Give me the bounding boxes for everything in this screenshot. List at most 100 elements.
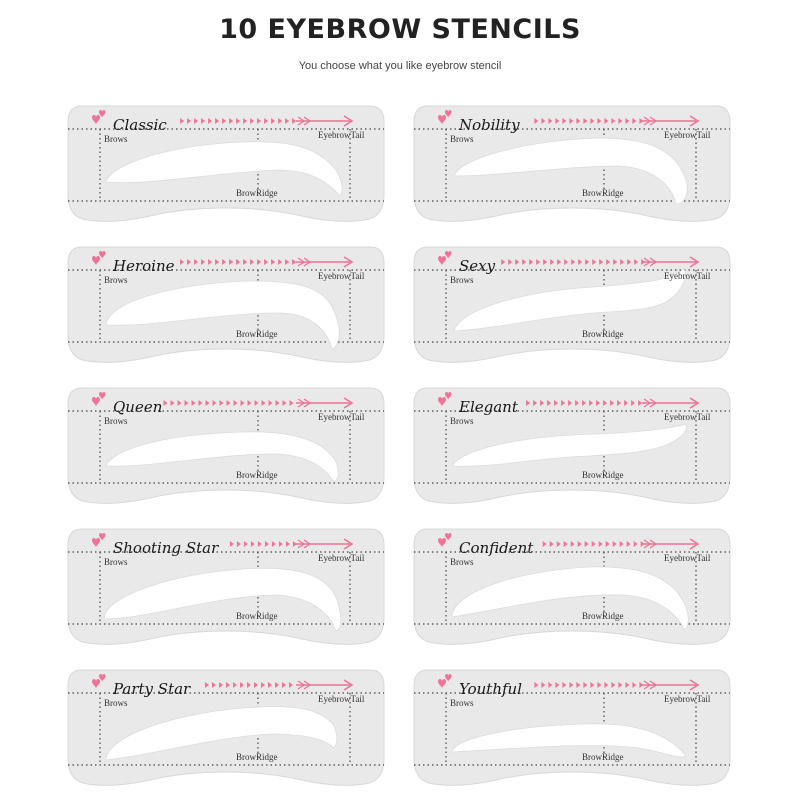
stencil-name: Shooting Star [113,539,219,557]
chevron-mark [561,400,566,406]
heart-icon [445,392,452,400]
chevron-mark [590,682,595,688]
eyebrow-cutout [453,137,688,205]
chevron-mark [599,259,604,265]
chevron-mark [563,541,568,547]
heart-icon [445,674,452,682]
brows-label: Brows [104,557,128,567]
stencil-name: Youthful [459,680,522,698]
arrow-chevrons [180,259,297,265]
chevron-mark [583,682,588,688]
eyebrow-cutout [105,431,339,483]
chevron-mark [285,541,290,547]
eyebrow-tail-label: EyebrowTail [664,271,711,281]
chevron-mark [534,118,539,124]
chevron-mark [638,400,643,406]
stencil-graphic [413,246,731,363]
chevron-mark [240,682,244,688]
chevron-mark [208,118,213,124]
chevron-mark [576,118,581,124]
chevron-mark [278,259,283,265]
eyebrow-cutout [451,566,689,630]
chevron-mark [292,259,297,265]
arrow-fletching [643,398,658,408]
chevron-mark [282,682,286,688]
chevron-mark [575,400,580,406]
stencil-name: Elegant [459,398,518,416]
chevron-mark [254,400,259,406]
stencil-graphic [413,528,731,645]
heart-icon [99,674,106,682]
chevron-mark [548,682,553,688]
chevron-mark [576,682,581,688]
chevron-mark [201,118,206,124]
chevron-mark [632,118,637,124]
stencil-graphic [67,105,385,222]
heart-icon [445,251,452,259]
chevron-mark [264,118,269,124]
chevron-mark [250,541,255,547]
eyebrow-cutout [105,280,340,350]
chevron-mark [549,541,554,547]
arrow-chevrons [526,400,643,406]
chevron-mark [194,118,199,124]
heart-icon [92,115,100,125]
chevron-mark [606,259,611,265]
chevron-mark [633,541,638,547]
chevron-mark [618,118,623,124]
chevron-mark [569,118,574,124]
chevron-mark [605,541,610,547]
chevron-mark [603,400,608,406]
chevron-mark [501,259,506,265]
chevron-mark [584,541,589,547]
chevron-mark [585,259,590,265]
chevron-mark [625,682,630,688]
brows-label: Brows [104,275,128,285]
chevron-mark [583,118,588,124]
chevron-mark [611,682,616,688]
chevron-mark [625,118,630,124]
eyebrow-tail-label: EyebrowTail [318,412,365,422]
chevron-mark [191,400,196,406]
eyebrow-tail-label: EyebrowTail [318,271,365,281]
chevron-mark [557,259,562,265]
chevron-mark [515,259,520,265]
chevron-mark [264,541,269,547]
eyebrow-cutout [105,706,338,761]
arrow-head-icon [343,256,354,268]
chevron-mark [541,682,546,688]
arrow-chevrons [534,118,644,124]
arrow-chevrons [501,259,646,265]
chevron-mark [177,400,182,406]
stencil-graphic [67,669,385,786]
eyebrow-tail-label: EyebrowTail [318,130,365,140]
chevron-mark [268,400,273,406]
chevron-mark [631,400,636,406]
stencil-name: Heroine [113,257,175,275]
chevron-mark [540,400,545,406]
chevron-mark [541,118,546,124]
heart-icon [99,251,106,259]
chevron-mark [236,259,241,265]
chevron-mark [597,118,602,124]
chevron-mark [261,400,266,406]
stencil-graphic [413,105,731,222]
arrow-fletching [297,539,312,549]
chevron-mark [292,118,297,124]
chevron-mark [275,682,279,688]
chevron-mark [639,682,644,688]
stencil-graphic [413,669,731,786]
chevron-mark [568,400,573,406]
arrow-fletching [643,257,658,267]
chevron-mark [610,400,615,406]
chevron-mark [626,541,631,547]
chevron-mark [604,682,609,688]
arrow-chevrons [180,118,297,124]
eyebrow-tail-label: EyebrowTail [318,553,365,563]
stencil-name: Sexy [459,257,496,275]
arrow-fletching [297,398,312,408]
chevron-mark [261,682,265,688]
stencil-graphic [413,387,731,504]
chevron-mark [219,400,224,406]
